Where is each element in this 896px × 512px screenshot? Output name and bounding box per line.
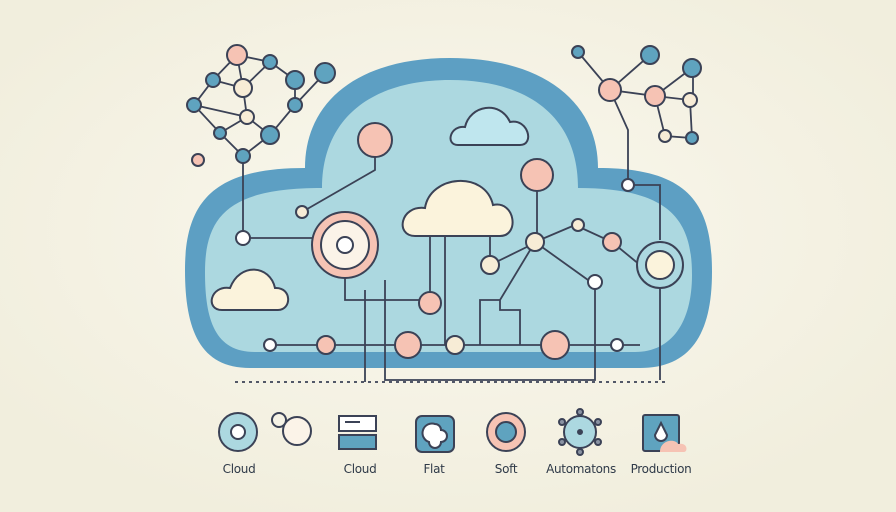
- target-node: [311, 211, 379, 279]
- network-node: [235, 230, 251, 246]
- label-flat: Flat: [423, 462, 445, 476]
- network-node: [571, 218, 585, 232]
- network-node: [644, 85, 666, 107]
- network-node: [285, 70, 305, 90]
- cloud-top-right: [449, 106, 530, 146]
- network-node: [226, 44, 248, 66]
- network-node: [587, 274, 603, 290]
- network-node: [357, 122, 393, 158]
- network-node: [263, 338, 277, 352]
- network-node: [602, 232, 622, 252]
- network-node: [571, 45, 585, 59]
- network-node: [445, 335, 465, 355]
- gear-icon: [558, 408, 602, 456]
- network-node: [191, 153, 205, 167]
- network-node: [685, 131, 699, 145]
- network-node: [260, 125, 280, 145]
- network-node: [213, 126, 227, 140]
- network-node: [621, 178, 635, 192]
- label-cloud-2: Cloud: [343, 462, 377, 476]
- right-ring-node: [636, 241, 684, 289]
- network-node: [239, 109, 255, 125]
- puzzle-icon: [415, 415, 455, 453]
- network-node: [205, 72, 221, 88]
- network-node: [480, 255, 500, 275]
- label-cloud-1: Cloud: [222, 462, 256, 476]
- server-icon: [338, 415, 377, 450]
- network-node: [295, 205, 309, 219]
- network-node: [418, 291, 442, 315]
- label-automatons: Automatons: [546, 462, 616, 476]
- water-drop-image-icon: [642, 414, 687, 452]
- network-node: [598, 78, 622, 102]
- network-node: [640, 45, 660, 65]
- network-node: [316, 335, 336, 355]
- network-node: [682, 92, 698, 108]
- label-production: Production: [630, 462, 692, 476]
- network-node: [525, 232, 545, 252]
- network-node: [287, 97, 303, 113]
- network-node: [233, 78, 253, 98]
- cloud-left: [210, 268, 290, 311]
- network-node: [314, 62, 336, 84]
- network-node: [682, 58, 702, 78]
- bottom-icons: [218, 408, 687, 456]
- network-node: [658, 129, 672, 143]
- target-icon: [218, 412, 258, 452]
- network-node: [262, 54, 278, 70]
- network-node: [235, 148, 251, 164]
- cloud-center: [401, 180, 514, 237]
- network-node: [520, 158, 554, 192]
- network-node: [186, 97, 202, 113]
- lifebuoy-icon: [486, 412, 526, 452]
- network-node: [394, 331, 422, 359]
- network-node: [540, 330, 570, 360]
- network-nodes: [186, 44, 702, 360]
- refresh-icon: [271, 412, 312, 446]
- label-soft: Soft: [494, 462, 518, 476]
- network-node: [610, 338, 624, 352]
